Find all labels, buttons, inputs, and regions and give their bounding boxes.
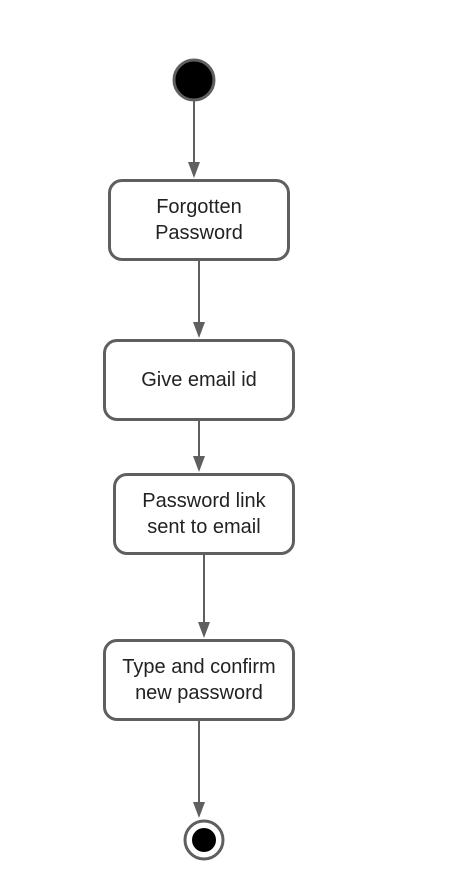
end-node [183,819,225,861]
edge-email-to-link [193,421,205,472]
activity-label: Forgotten Password [155,196,243,244]
activity-label: Password link sent to email [142,490,266,538]
start-node [172,58,216,102]
activity-forgotten-password: Forgotten Password [108,179,290,261]
edge-link-to-type [198,555,210,638]
arrowhead [193,456,205,472]
activity-label: Give email id [141,369,257,391]
activity-label: Type and confirm new password [122,656,276,704]
start-node-circle [172,58,216,102]
arrowhead [198,622,210,638]
arrowhead [188,162,200,178]
activity-type-confirm-password: Type and confirm new password [103,639,295,721]
end-node-core [192,828,216,852]
arrowhead [193,802,205,818]
edge-start-to-forgotten [188,100,200,178]
arrowhead [193,322,205,338]
edge-forgotten-to-email [193,261,205,338]
activity-password-link-sent: Password link sent to email [113,473,295,555]
activity-give-email-id: Give email id [103,339,295,421]
edge-type-to-end [193,721,205,818]
